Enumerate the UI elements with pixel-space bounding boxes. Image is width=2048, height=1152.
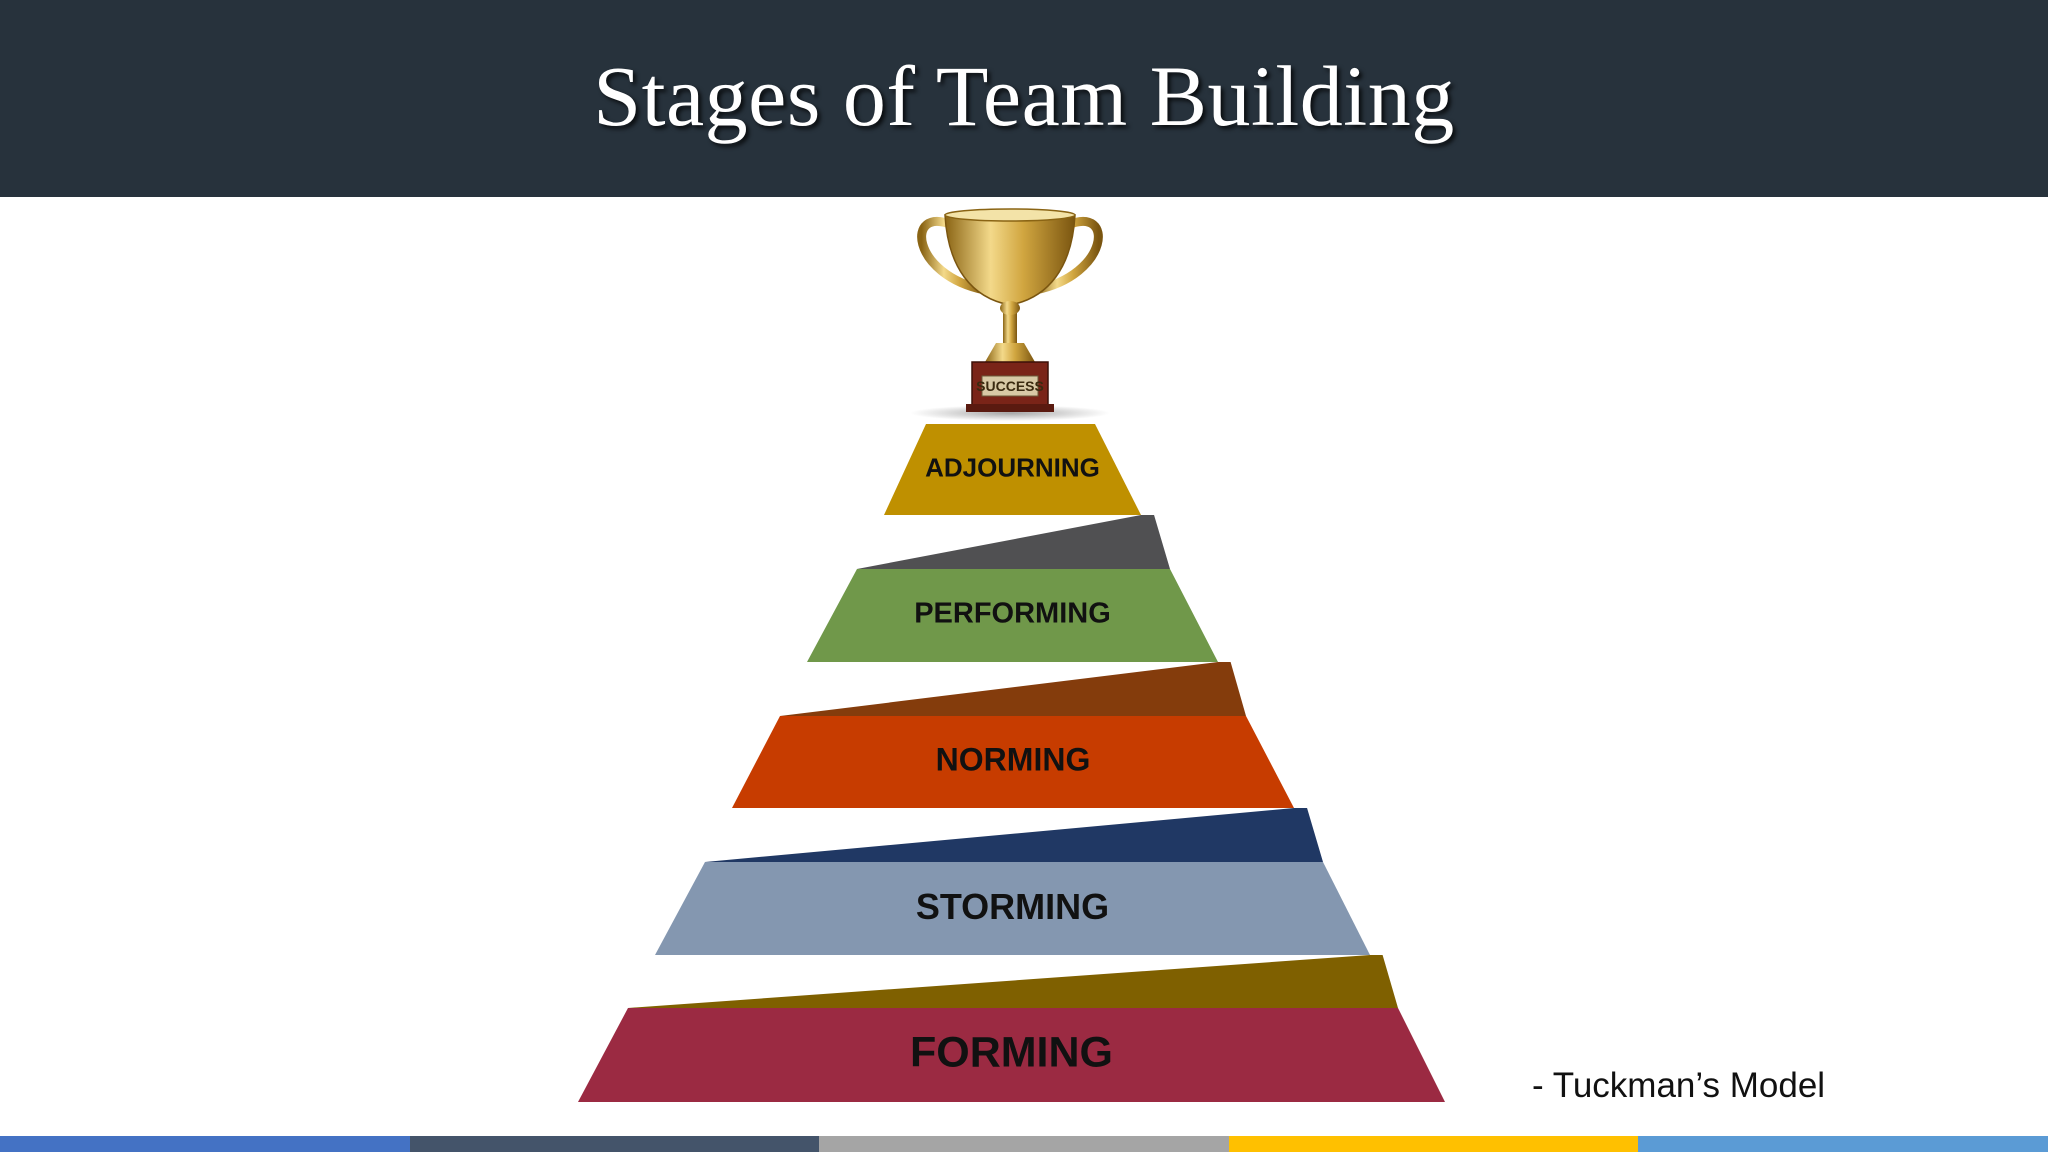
footer-color-bar xyxy=(0,1136,2048,1152)
attribution-text: - Tuckman’s Model xyxy=(1532,1066,1826,1105)
footer-segment-2 xyxy=(409,1136,820,1152)
pyramid-tier-adjourning xyxy=(884,424,1141,515)
slide-title: Stages of Team Building xyxy=(593,47,1455,144)
tier-label-performing: PERFORMING xyxy=(914,597,1111,629)
trophy-handle-right xyxy=(1030,216,1103,295)
pyramid-connector-2 xyxy=(780,662,1246,716)
tier-label-adjourning: ADJOURNING xyxy=(925,452,1100,482)
tier-label-norming: NORMING xyxy=(935,741,1091,778)
pyramid-connector-3 xyxy=(705,808,1323,862)
footer-segment-4 xyxy=(1228,1136,1639,1152)
tier-label-storming: STORMING xyxy=(915,885,1110,927)
title-bar xyxy=(0,0,2048,197)
trophy-foot xyxy=(985,343,1035,362)
pyramid-tier-forming xyxy=(578,1008,1445,1102)
trophy-cup xyxy=(944,214,1076,306)
pyramid-tiers xyxy=(578,424,1445,1102)
pyramid-connector-4 xyxy=(628,955,1398,1008)
trophy-icon: SUCCESS xyxy=(910,208,1110,421)
footer-segment-3 xyxy=(819,1136,1229,1152)
pyramid-tier-storming xyxy=(655,862,1370,955)
trophy-rim xyxy=(944,208,1076,222)
pyramid-connectors xyxy=(628,515,1398,1008)
footer-segment-1 xyxy=(0,1136,410,1152)
pyramid-tier-norming xyxy=(732,716,1294,808)
pyramid-connector-1 xyxy=(857,515,1170,569)
trophy-handle-left xyxy=(917,216,990,295)
trophy-knot xyxy=(1000,301,1020,315)
trophy-plaque-text: SUCCESS xyxy=(976,378,1044,394)
trophy-shadow xyxy=(910,405,1110,421)
tier-label-forming: FORMING xyxy=(909,1028,1114,1077)
trophy-base-bottom xyxy=(966,404,1054,412)
pyramid-tier-performing xyxy=(807,569,1218,662)
trophy-plaque xyxy=(981,375,1039,397)
footer-segment-5 xyxy=(1638,1136,2048,1152)
